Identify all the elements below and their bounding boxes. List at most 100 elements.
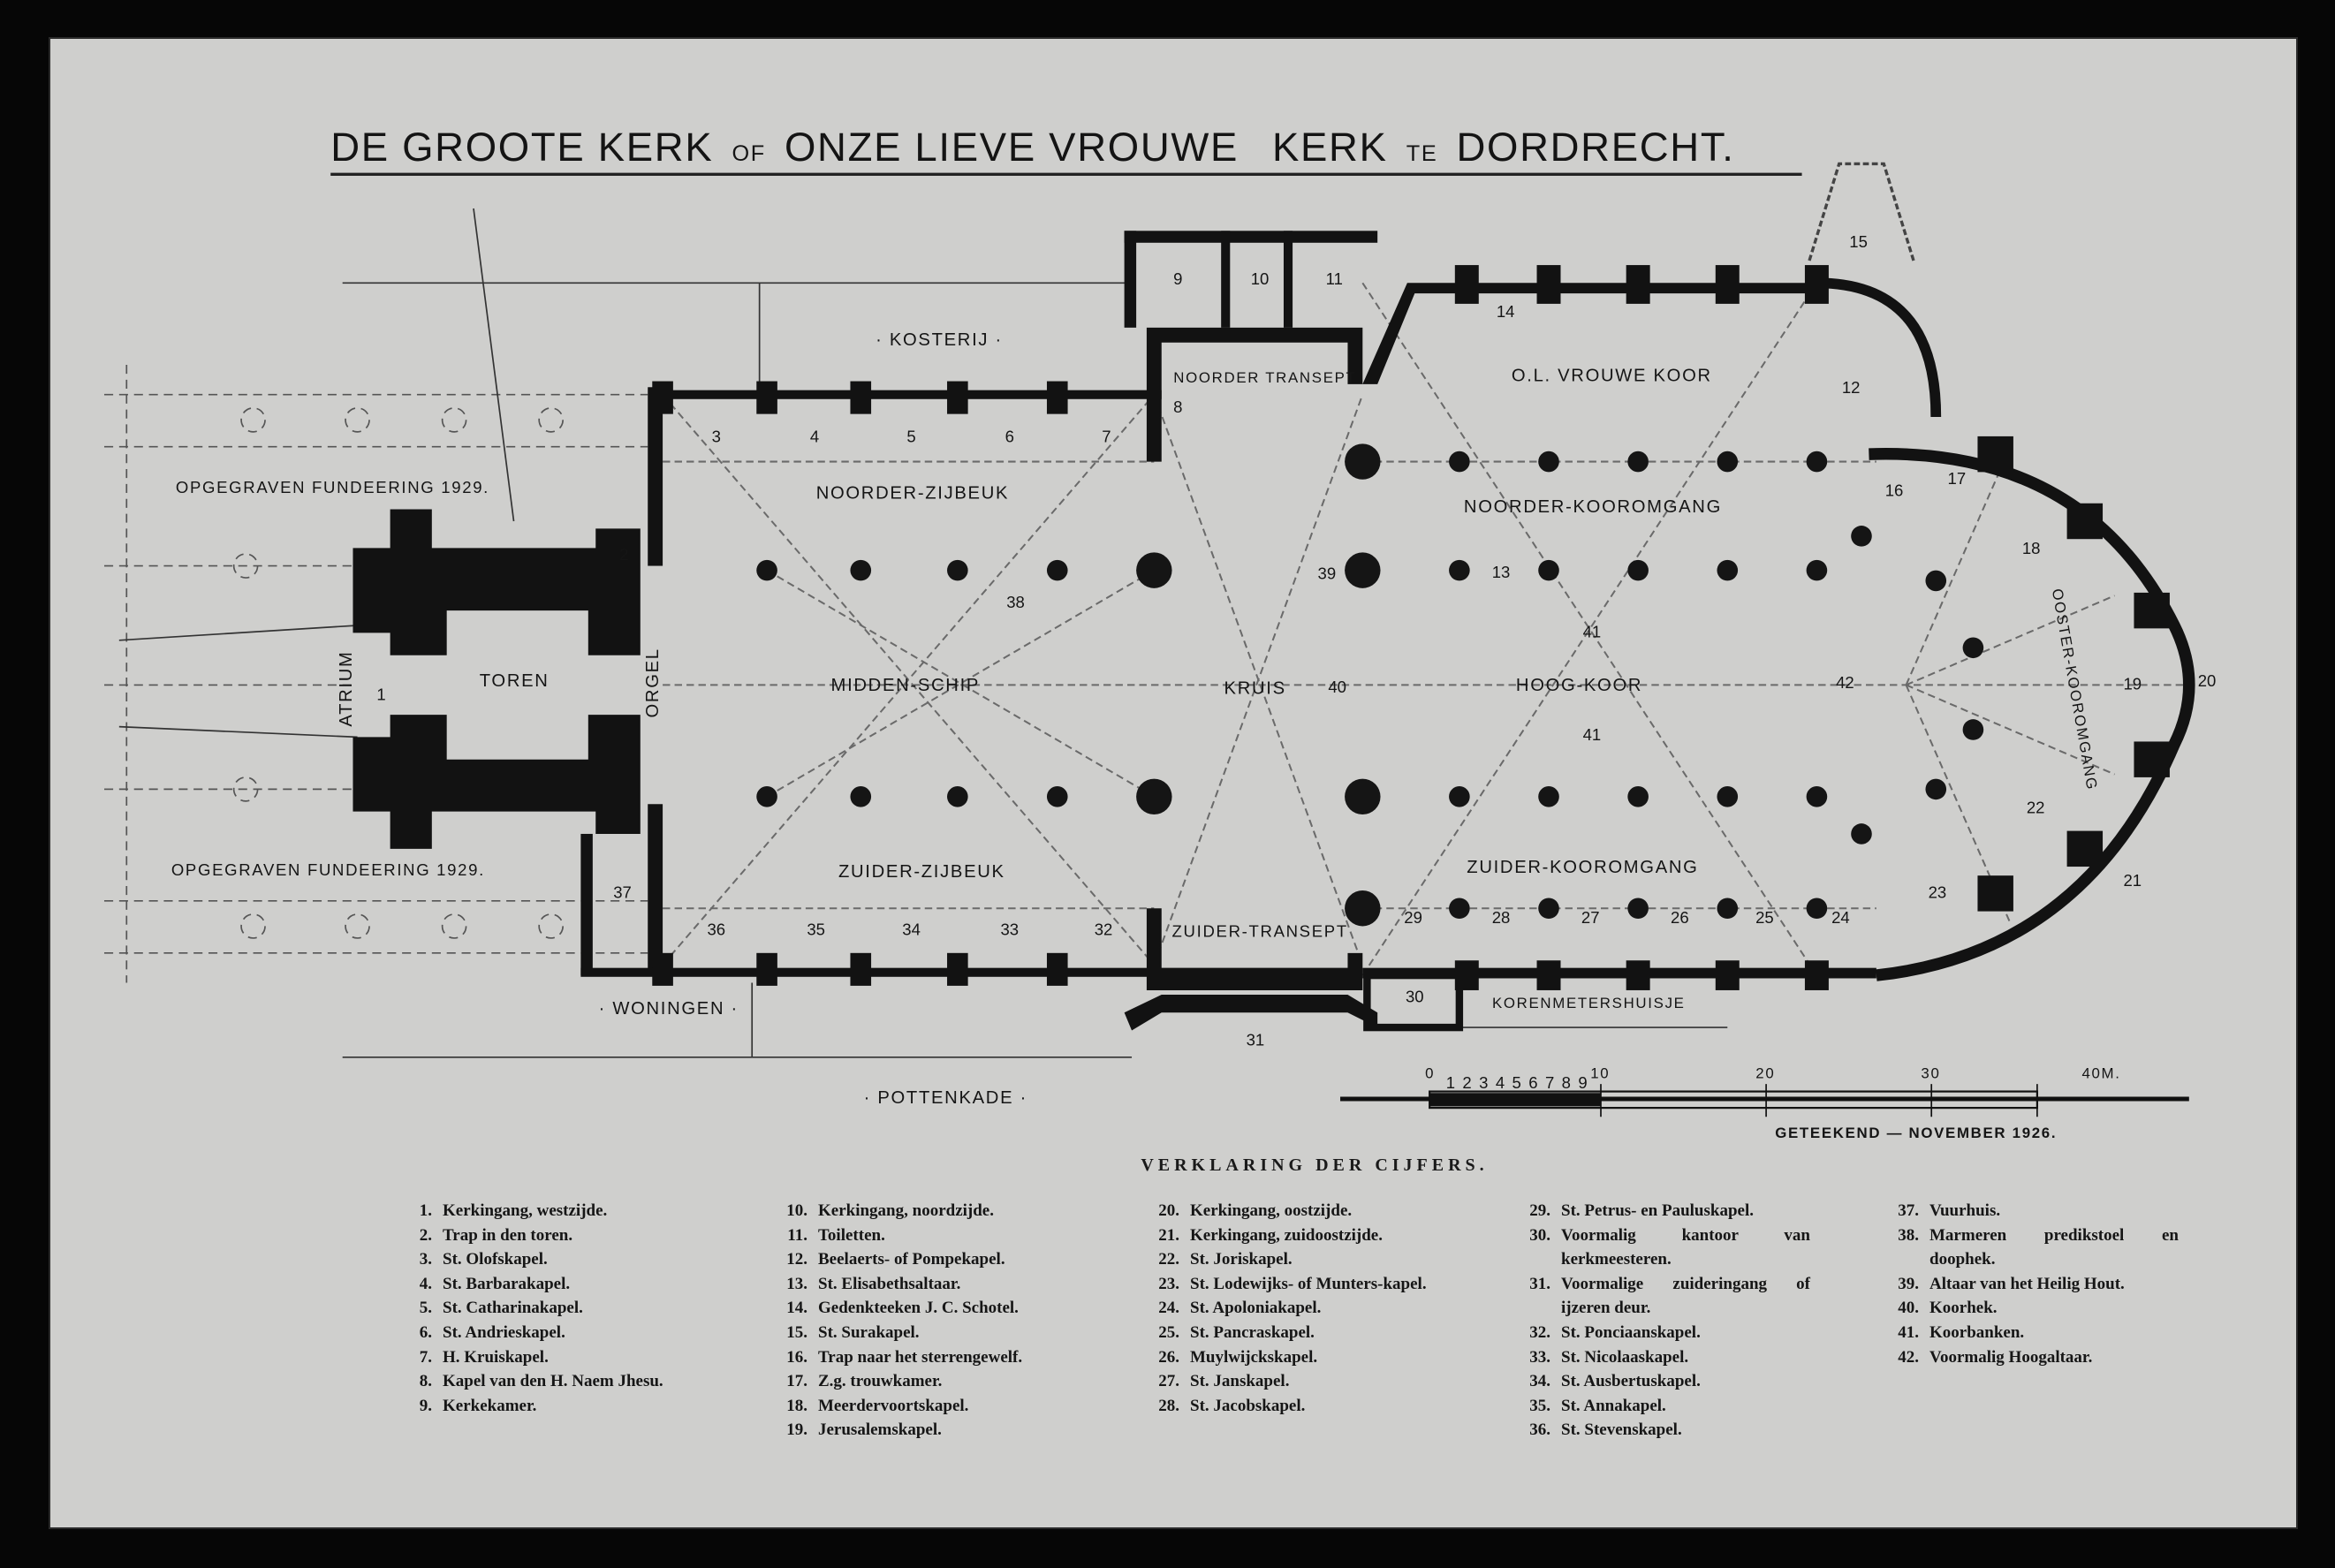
pier	[1962, 637, 1984, 659]
choir-south-wall	[1362, 967, 1876, 979]
south-buttress	[756, 952, 777, 986]
plan-number: 31	[1247, 1030, 1265, 1049]
plan-number: 23	[1929, 882, 1947, 901]
legend-text: St. Ponciaanskapel.	[1561, 1322, 1701, 1342]
south-buttress	[850, 952, 872, 986]
pier	[1627, 898, 1649, 920]
scale-minor-tick: 7	[1545, 1073, 1554, 1092]
choir-south-buttress	[1536, 960, 1561, 990]
choir-north-buttress	[1626, 265, 1650, 304]
pier	[1806, 451, 1828, 473]
legend-text: Kerkingang, noordzijde.	[818, 1201, 994, 1220]
plan-number: 11	[1326, 269, 1343, 288]
plan-number: 35	[807, 920, 825, 939]
plan-number: 41	[1583, 622, 1602, 640]
pier	[1717, 898, 1739, 920]
legend-column: 37.Vuurhuis.38.Marmeren predikstoel en d…	[1882, 1199, 2179, 1369]
legend-number: 9.	[419, 1396, 432, 1415]
legend-column: 10. Kerkingang, noordzijde. 11.Toiletten. 1…	[770, 1199, 1067, 1443]
pier	[1538, 786, 1559, 807]
legend-text: St. Ausbertuskapel.	[1561, 1372, 1701, 1391]
legend-item: 11.Toiletten.	[770, 1223, 1067, 1248]
apse-buttress	[2066, 503, 2104, 540]
legend-item: 21.Kerkingang, zuidoostzijde.	[1142, 1223, 1439, 1248]
legend-item: 36.St. Stevenskapel.	[1513, 1418, 1810, 1443]
legend-item: 35.St. Annakapel.	[1513, 1394, 1810, 1419]
legend-text: Marmeren predikstoel en doophek.	[1929, 1225, 2179, 1269]
legend-item: 31.Voormalige zuideringang of ijzeren de…	[1513, 1272, 1810, 1321]
legend-text: Voormalige zuideringang of ijzeren deur.	[1561, 1274, 1810, 1318]
legend-number: 25.	[1158, 1322, 1179, 1342]
south-transept-wall	[1146, 908, 1363, 990]
legend-item: 28.St. Jacobskapel.	[1142, 1394, 1439, 1419]
choir-south-buttress	[1804, 960, 1829, 990]
legend-number: 32.	[1529, 1322, 1550, 1342]
pier	[1806, 786, 1828, 807]
plan-number: 21	[2123, 871, 2142, 890]
plan-number: 38	[1006, 593, 1025, 611]
scale-tick-0: 0	[1425, 1064, 1435, 1081]
plan-number: 3	[712, 428, 721, 446]
legend-text: Vuurhuis.	[1929, 1201, 2001, 1220]
pier	[1806, 898, 1828, 920]
legend-item: 5.St. Catharinakapel.	[395, 1296, 692, 1321]
plan-number: 32	[1095, 920, 1113, 939]
legend-item: 2.Trap in den toren.	[395, 1223, 692, 1248]
legend-text: St. Nicolaaskapel.	[1561, 1347, 1689, 1367]
plan-number: 6	[1005, 428, 1014, 446]
north-transept-wall	[1146, 327, 1363, 462]
legend-text: Trap naar het sterrengewelf.	[818, 1347, 1023, 1367]
legend-number: 19.	[786, 1420, 807, 1440]
label-woningen: · WONINGEN ·	[599, 999, 739, 1019]
legend-number: 37.	[1898, 1201, 1919, 1220]
legend-number: 2.	[419, 1225, 432, 1245]
tower-north-wall	[353, 509, 641, 655]
plan-number: 19	[2123, 674, 2142, 693]
legend-number: 7.	[419, 1347, 432, 1367]
pier	[756, 559, 777, 581]
legend-item: 29.St. Petrus- en Pauluskapel.	[1513, 1199, 1810, 1223]
plan-number: 40	[1328, 678, 1346, 696]
pier	[947, 786, 968, 807]
legend-number: 23.	[1158, 1274, 1179, 1293]
legend-item: 17.Z.g. trouwkamer.	[770, 1369, 1067, 1394]
plan-number: 1	[376, 685, 385, 703]
choir-north-buttress	[1454, 265, 1479, 304]
legend-number: 42.	[1898, 1347, 1919, 1367]
legend-number: 16.	[786, 1347, 807, 1367]
buttresses	[652, 265, 2170, 990]
choir-north-buttress	[1804, 265, 1829, 304]
legend-item: 24.St. Apoloniakapel.	[1142, 1296, 1439, 1321]
nave-west-wall-north	[648, 387, 663, 566]
pier	[756, 786, 777, 807]
label-kosterij: · KOSTERIJ ·	[876, 330, 1003, 350]
legend-number: 10.	[786, 1201, 807, 1220]
plan-number: 24	[1831, 908, 1850, 927]
choir-south-buttress	[1626, 960, 1650, 990]
plan-number: 42	[1836, 673, 1854, 692]
boundary-lines	[118, 208, 1728, 1058]
legend-item: 15.St. Surakapel.	[770, 1321, 1067, 1345]
north-buttress	[652, 381, 673, 414]
legend-text: St. Elisabethsaltaar.	[818, 1274, 961, 1293]
plan-number: 2	[619, 545, 628, 564]
apse-buttress	[1977, 436, 2013, 473]
pier	[1925, 570, 1947, 592]
legend-number: 28.	[1158, 1396, 1179, 1415]
label-fundeering-north: OPGEGRAVEN FUNDEERING 1929.	[176, 478, 489, 496]
choir-south-buttress	[1715, 960, 1740, 990]
pier	[1538, 451, 1559, 473]
legend-text: Gedenkteeken J. C. Schotel.	[818, 1299, 1019, 1318]
legend-heading: VERKLARING DER CIJFERS.	[1141, 1155, 1489, 1175]
legend-number: 5.	[419, 1299, 432, 1318]
legend-column: 1.Kerkingang, westzijde.2.Trap in den to…	[395, 1199, 692, 1418]
apse-wall	[1869, 448, 2195, 981]
legend-number: 29.	[1529, 1201, 1550, 1220]
label-pottenkade: · POTTENKADE ·	[864, 1088, 1027, 1108]
pier	[850, 559, 872, 581]
vault-ribs	[662, 282, 2189, 976]
label-korenmetershuisje: KORENMETERSHUISJE	[1492, 995, 1686, 1011]
crossing-pier	[1345, 443, 1381, 480]
legend-item: 42.Voormalig Hoogaltaar.	[1882, 1345, 2179, 1370]
pier	[1449, 559, 1470, 581]
